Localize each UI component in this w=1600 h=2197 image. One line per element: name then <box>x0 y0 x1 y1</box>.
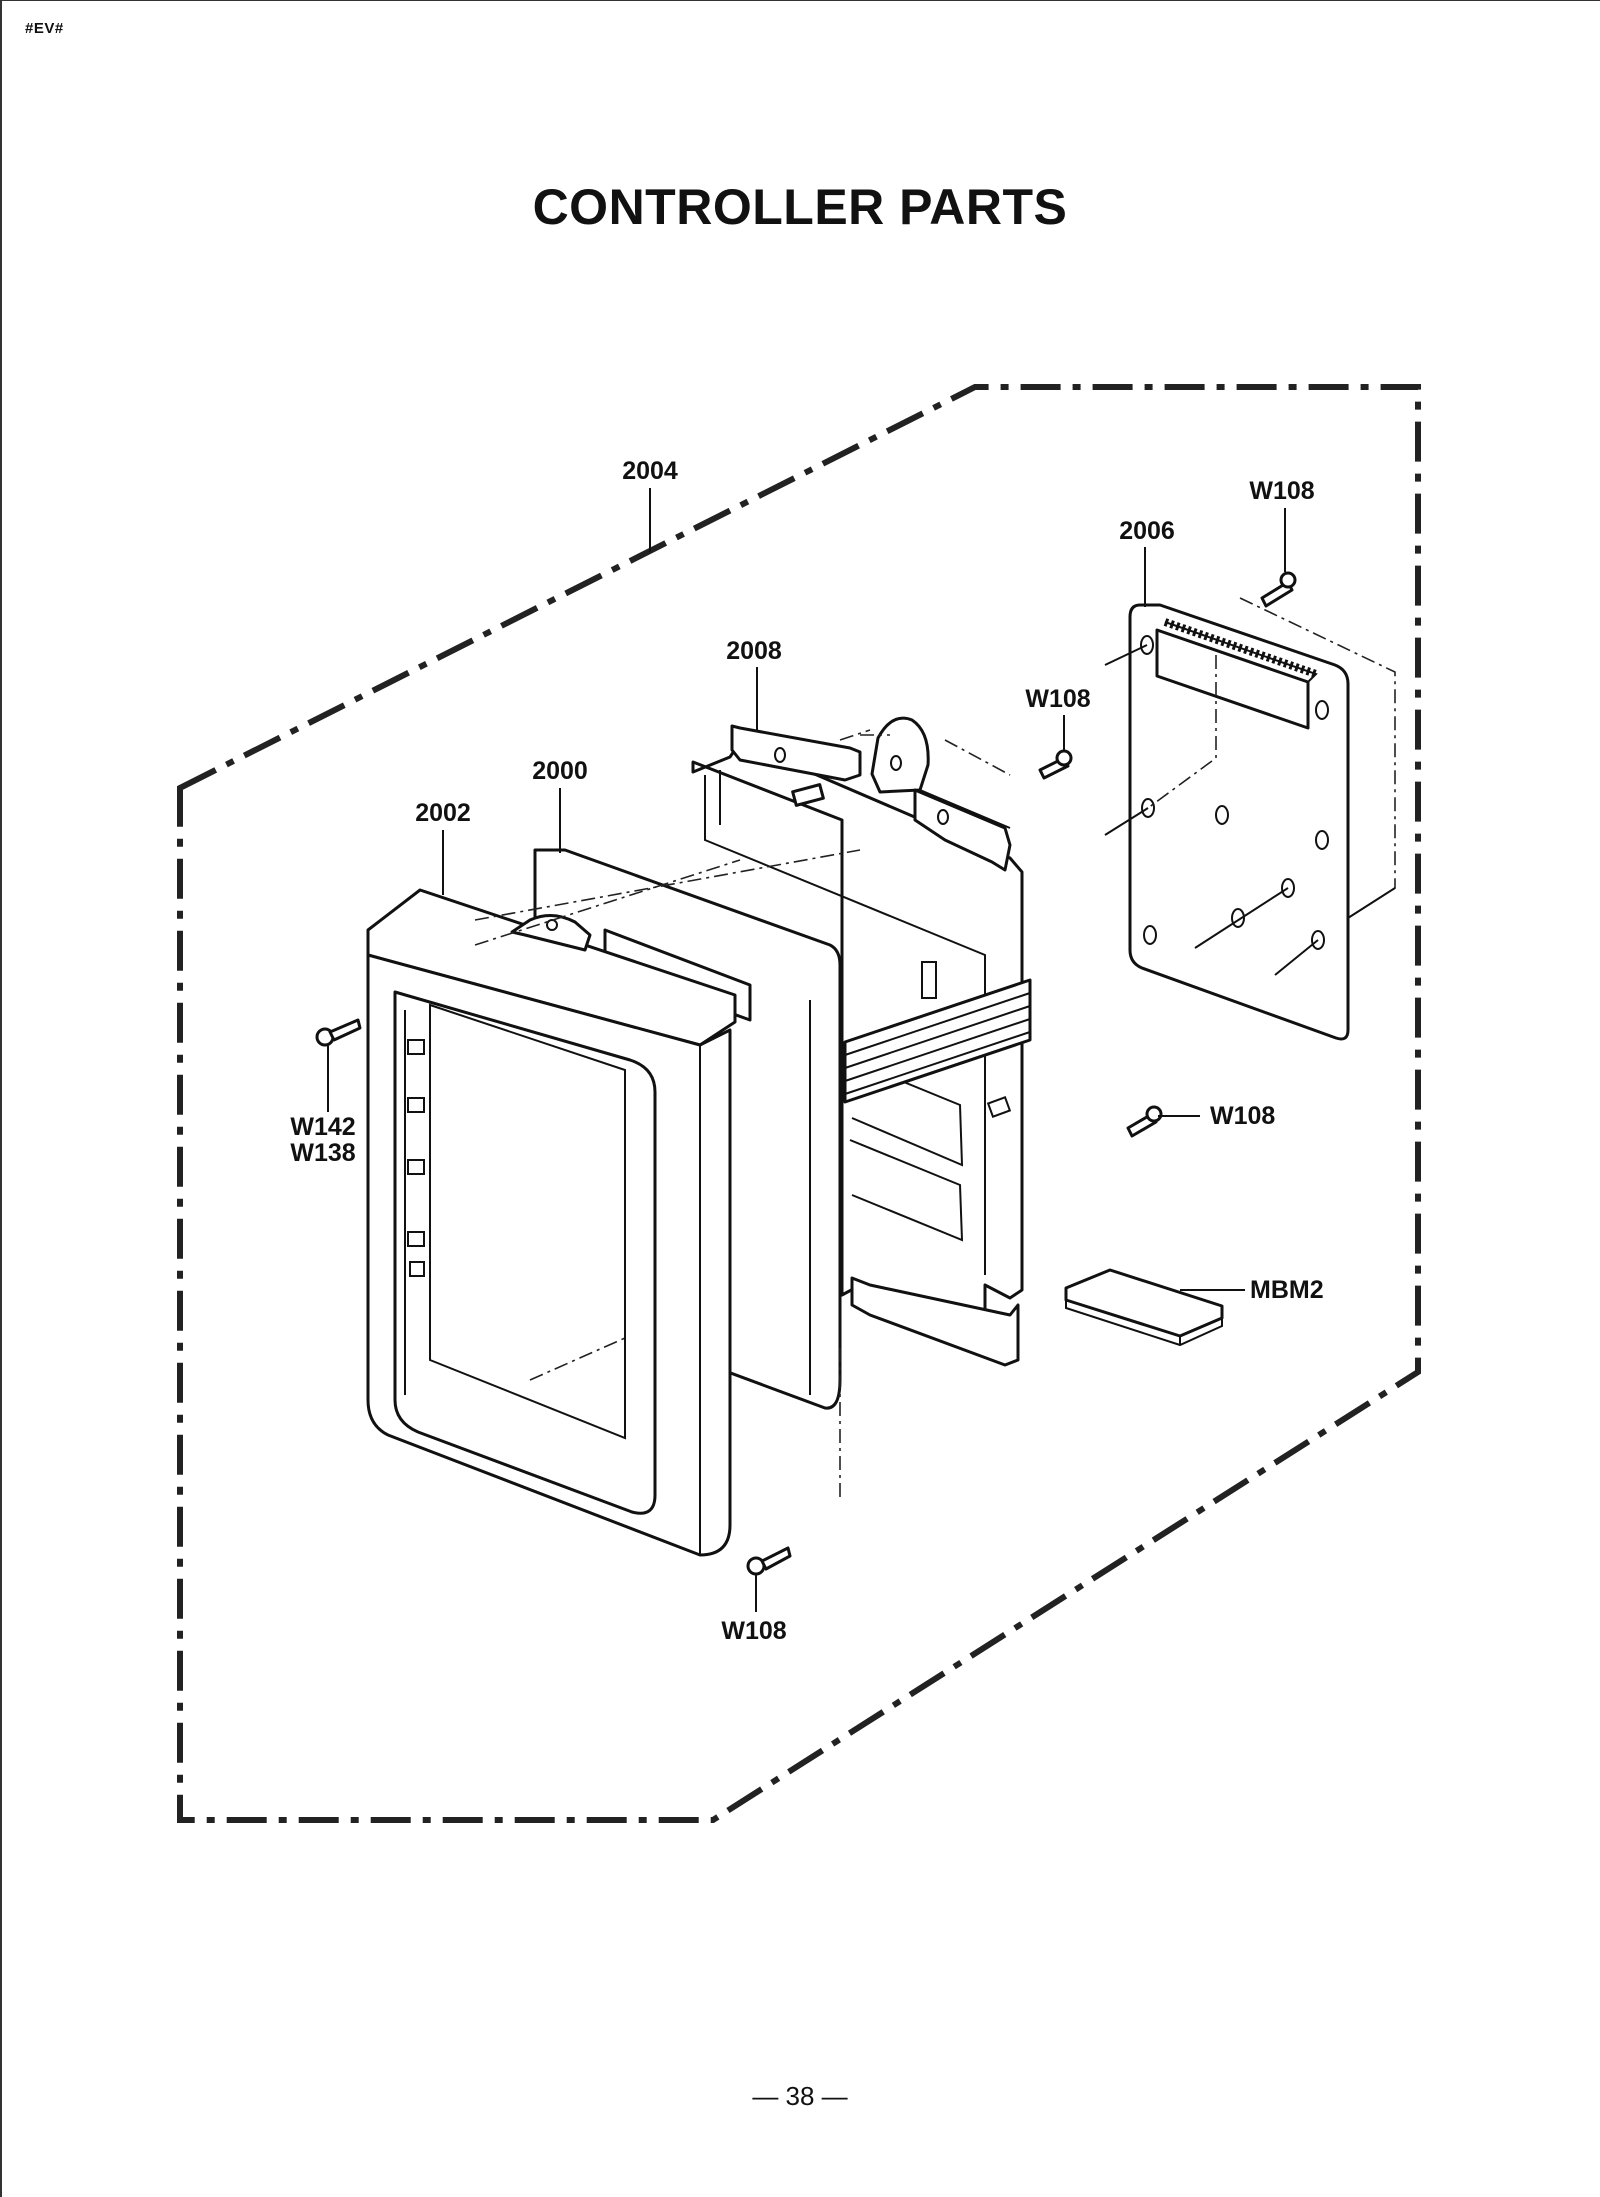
callout-w108-bracket: W108 <box>1025 685 1090 713</box>
page-number: — 38 — <box>752 2081 848 2111</box>
callout-mbm2: MBM2 <box>1250 1276 1324 1304</box>
screw-frame <box>315 1018 362 1047</box>
document-code: #EV# <box>25 20 64 37</box>
controller-bracket <box>691 716 1032 1367</box>
callout-2006: 2006 <box>1119 517 1175 545</box>
screw-bottom <box>746 1546 792 1576</box>
pcb-board <box>1104 597 1396 1041</box>
callout-2004: 2004 <box>622 457 678 485</box>
page-title: CONTROLLER PARTS <box>532 179 1068 235</box>
assembly-boundary <box>177 384 1421 1823</box>
mbm2-module <box>1064 1268 1224 1347</box>
callout-w108-top: W108 <box>1249 477 1314 505</box>
callout-2002: 2002 <box>415 799 471 827</box>
callout-w138: W138 <box>290 1139 355 1167</box>
leader-lines <box>327 488 1286 1612</box>
front-frame <box>366 849 861 1557</box>
screw-top-right <box>1260 571 1297 608</box>
callout-2008: 2008 <box>726 637 782 665</box>
callout-w108-mid: W108 <box>1210 1102 1275 1130</box>
screw-mid-right <box>1126 1105 1163 1138</box>
callout-w108-bottom: W108 <box>721 1617 786 1645</box>
callout-2000: 2000 <box>532 757 588 785</box>
callout-w142: W142 <box>290 1113 355 1141</box>
screw-bracket <box>1038 749 1073 780</box>
